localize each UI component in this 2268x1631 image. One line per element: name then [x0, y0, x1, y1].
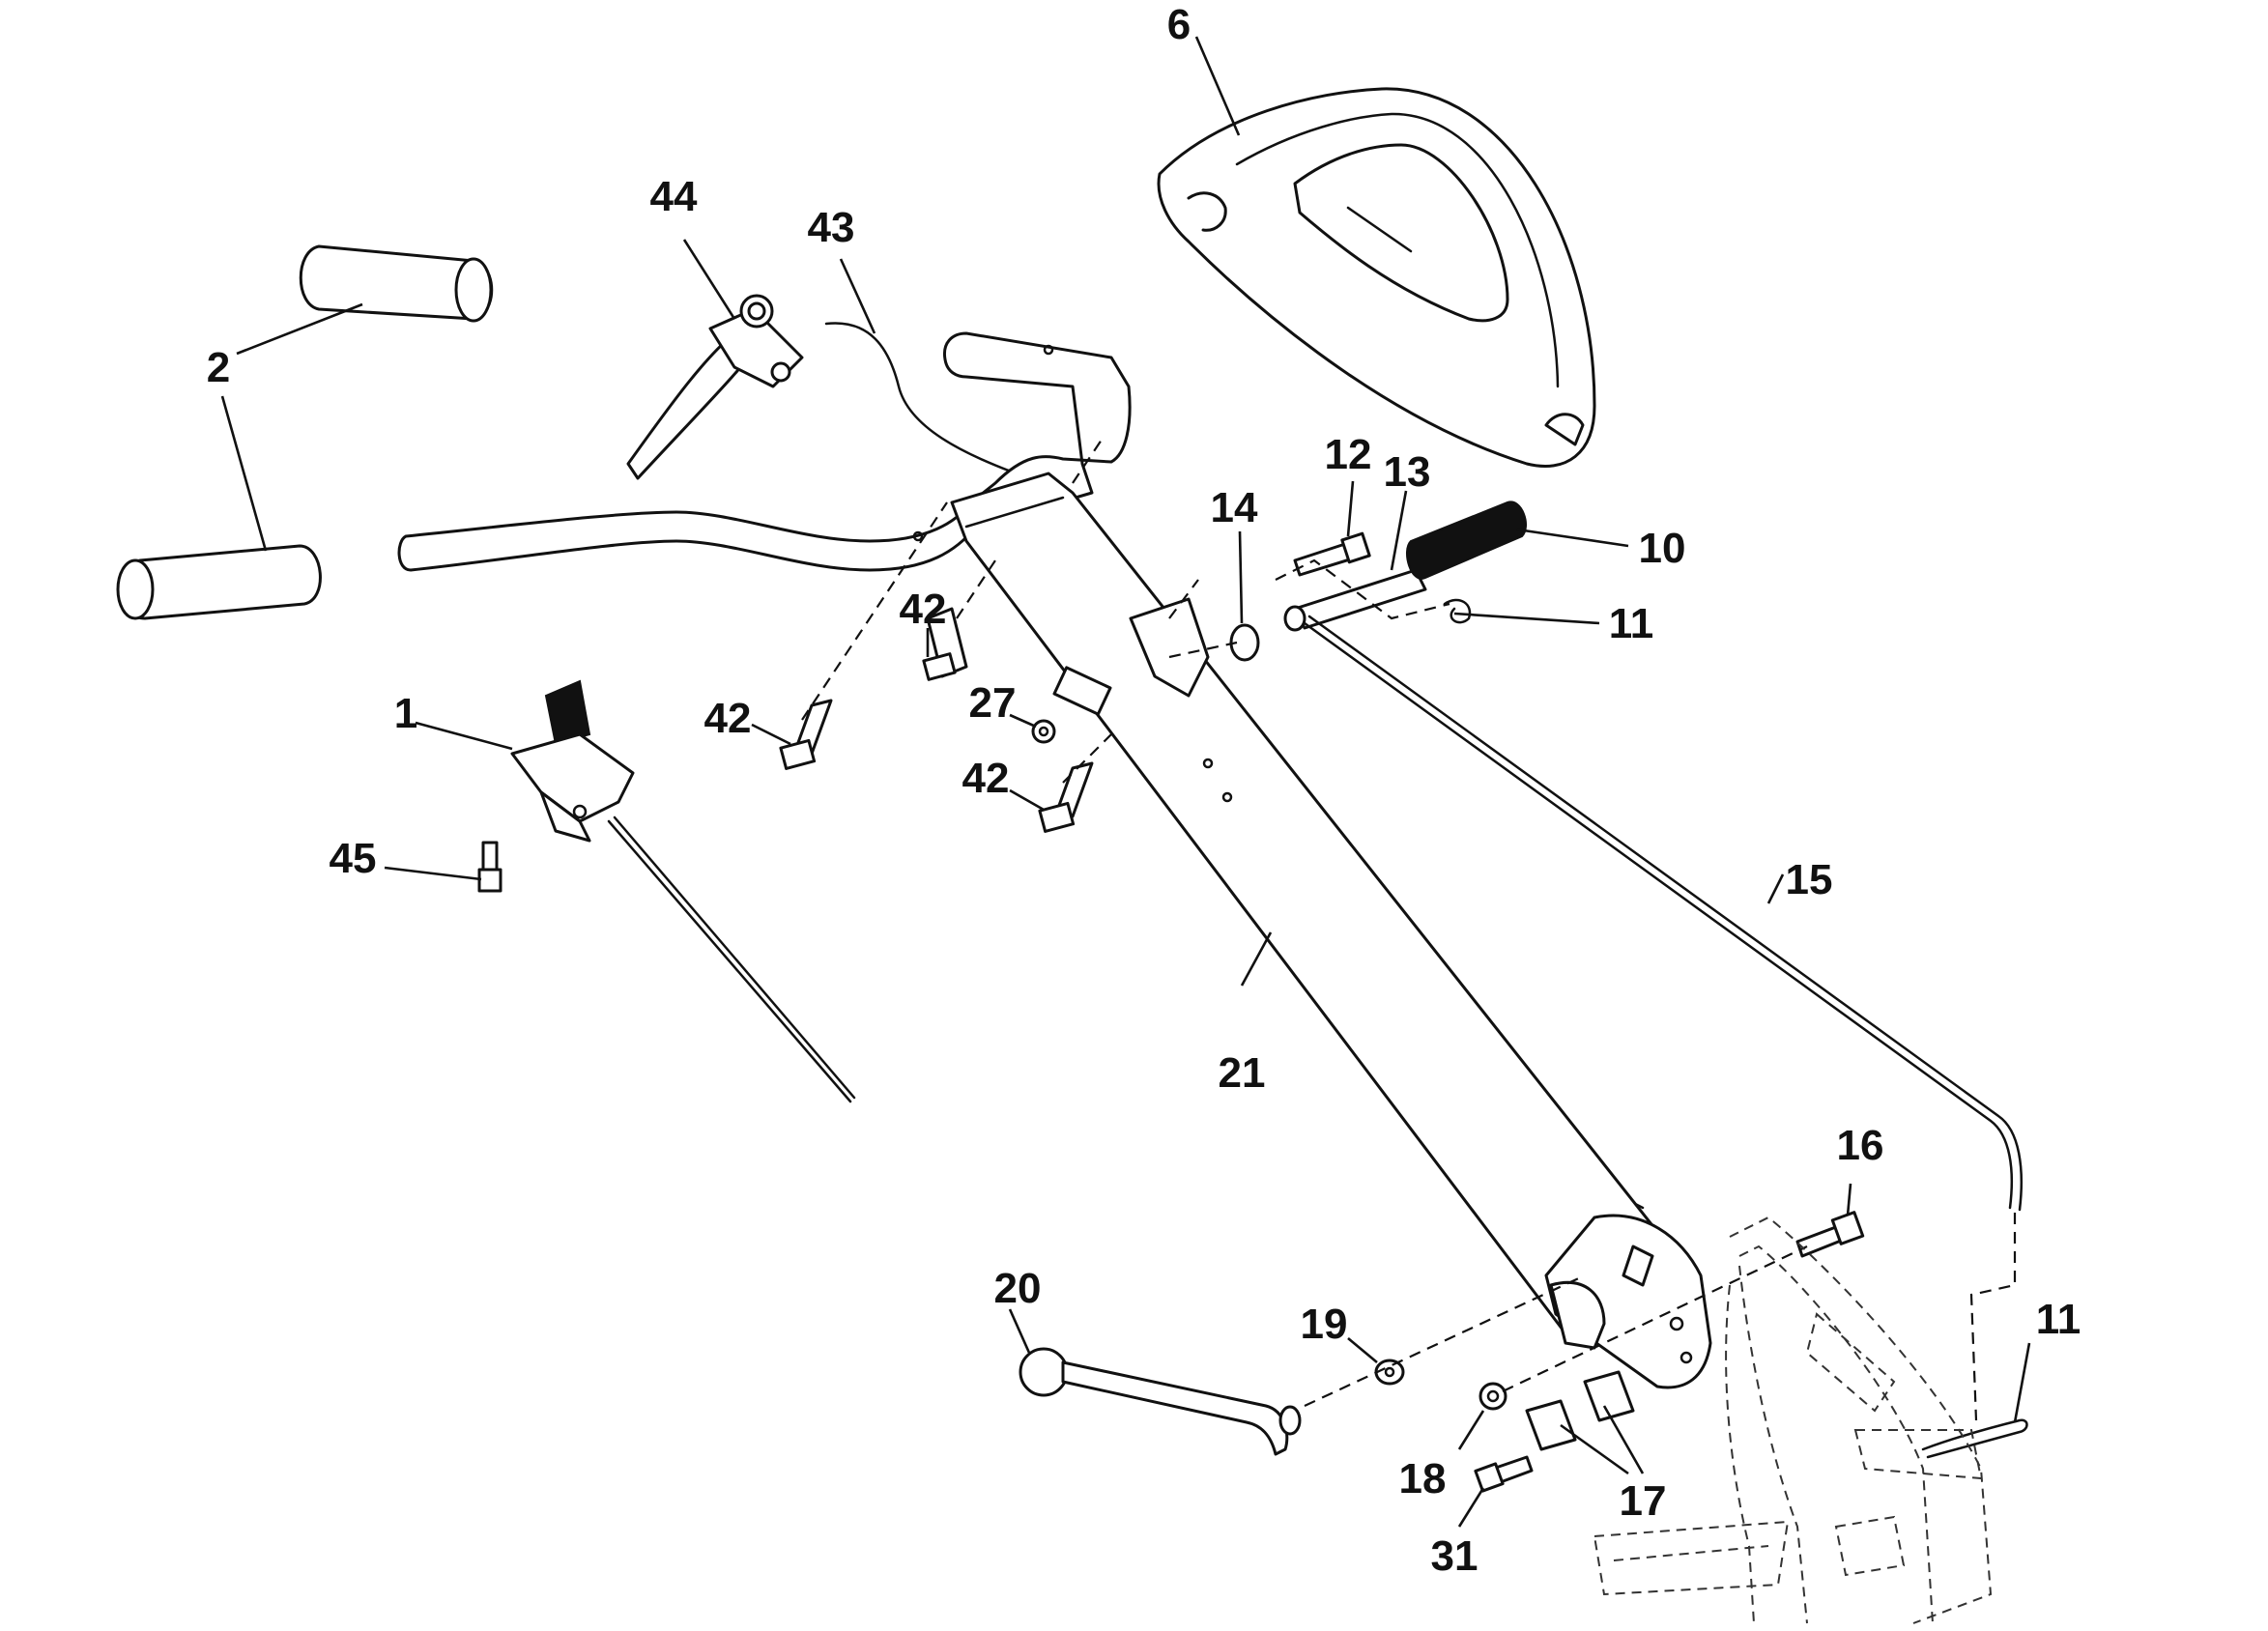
callout-44: 44 — [650, 173, 698, 220]
callout-27: 27 — [969, 679, 1017, 727]
callout-6: 6 — [1167, 1, 1191, 48]
part-27-nut — [1031, 719, 1056, 744]
callout-15: 15 — [1786, 856, 1833, 903]
part-1-control-bracket — [510, 679, 856, 1103]
part-17-blocks — [1525, 1370, 1635, 1451]
part-16-bolt — [1795, 1211, 1865, 1258]
leader-lines — [220, 36, 2031, 1528]
callout-16: 16 — [1837, 1122, 1884, 1169]
part-42-bolt-b — [779, 699, 833, 770]
part-11-clip-upper — [1443, 598, 1472, 624]
callout-45: 45 — [330, 835, 377, 882]
part-2-grip-lower — [116, 544, 322, 620]
callout-11-lower: 11 — [2036, 1296, 2081, 1343]
callout-17: 17 — [1620, 1477, 1667, 1525]
part-42-bolt-c — [1038, 761, 1094, 833]
callout-10: 10 — [1639, 525, 1686, 572]
part-12-bolt — [1293, 531, 1371, 577]
part-15-shift-rod-edge — [1307, 615, 2023, 1212]
part-6-console-cover — [1157, 87, 1596, 468]
callout-14: 14 — [1211, 484, 1258, 531]
callout-labels: 6 44 43 2 1 45 42 42 27 42 12 13 14 10 1… — [207, 1, 2081, 1580]
part-15-shift-rod — [1303, 621, 2014, 1210]
part-45-screw — [477, 841, 502, 893]
part-44-control-lever — [626, 294, 804, 480]
part-19-washer — [1374, 1359, 1405, 1386]
part-14-spacer — [1229, 623, 1260, 662]
callout-11-upper: 11 — [1609, 600, 1654, 647]
callout-13: 13 — [1384, 448, 1431, 496]
callout-42-upper: 42 — [900, 586, 947, 633]
callout-1: 1 — [394, 690, 417, 737]
callout-42-lower-right: 42 — [962, 755, 1010, 802]
callout-2: 2 — [207, 344, 230, 391]
tube-bracket — [1052, 597, 1210, 716]
callout-19: 19 — [1301, 1301, 1348, 1348]
part-31-bolt — [1474, 1455, 1534, 1493]
ghost-tiller-frame — [1593, 1216, 1993, 1624]
callout-21: 21 — [1219, 1049, 1266, 1097]
callout-18: 18 — [1399, 1455, 1447, 1502]
assembly-dashed-lines — [801, 439, 2017, 1421]
upper-handlebar — [397, 331, 1132, 572]
part-13-shift-lever — [1283, 568, 1427, 632]
lower-mount-bracket — [1544, 1214, 1712, 1389]
callout-43: 43 — [808, 204, 855, 251]
callout-20: 20 — [994, 1265, 1042, 1312]
part-18-nut — [1479, 1382, 1507, 1411]
part-2-grip-upper — [299, 244, 494, 323]
callout-42-lower-left: 42 — [704, 695, 752, 742]
part-42-bolt-a — [922, 607, 968, 681]
callout-31: 31 — [1431, 1532, 1479, 1580]
callout-12: 12 — [1325, 431, 1372, 478]
part-20-shift-handle — [1019, 1347, 1302, 1456]
part-10-shift-knob — [1406, 501, 1527, 580]
